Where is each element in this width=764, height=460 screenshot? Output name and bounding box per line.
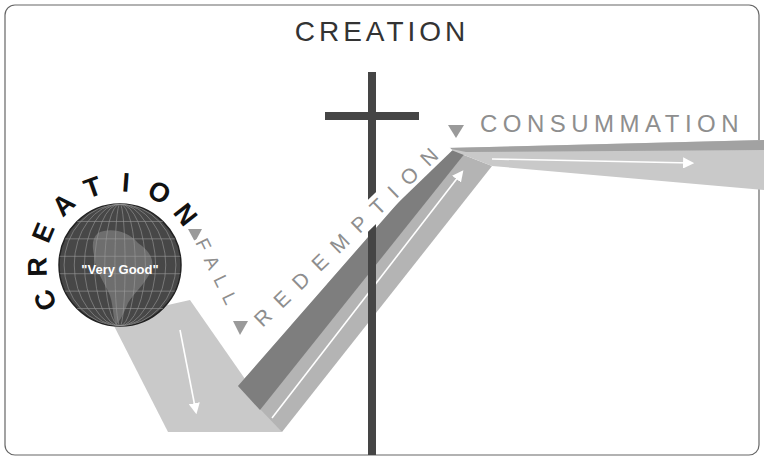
- step-marker: [448, 125, 464, 138]
- step-marker: [233, 321, 248, 335]
- frame-border: [5, 5, 759, 455]
- cross-upright: [368, 72, 376, 455]
- redemption-band-shade: [238, 148, 466, 410]
- globe-grid: [58, 221, 182, 222]
- stage-label: REDEMPTION: [248, 134, 453, 333]
- stage-label: CONSUMMATION: [478, 111, 746, 137]
- globe-caption: "Very Good": [58, 262, 182, 277]
- cross-beam: [325, 112, 419, 120]
- globe-node: CREATION"Very Good": [58, 203, 182, 327]
- consummation-band-shade: [446, 140, 764, 152]
- diagram-title: CREATION: [0, 16, 764, 48]
- consummation-arrow: [492, 159, 692, 163]
- globe-grid: [58, 238, 182, 239]
- stage-label: FALL: [190, 233, 246, 318]
- globe-grid: [58, 308, 182, 309]
- fall-arrow: [180, 330, 196, 412]
- globe: [59, 204, 181, 326]
- globe-grid: [58, 256, 182, 257]
- globe-grid: [58, 291, 182, 292]
- consummation-band: [446, 140, 764, 190]
